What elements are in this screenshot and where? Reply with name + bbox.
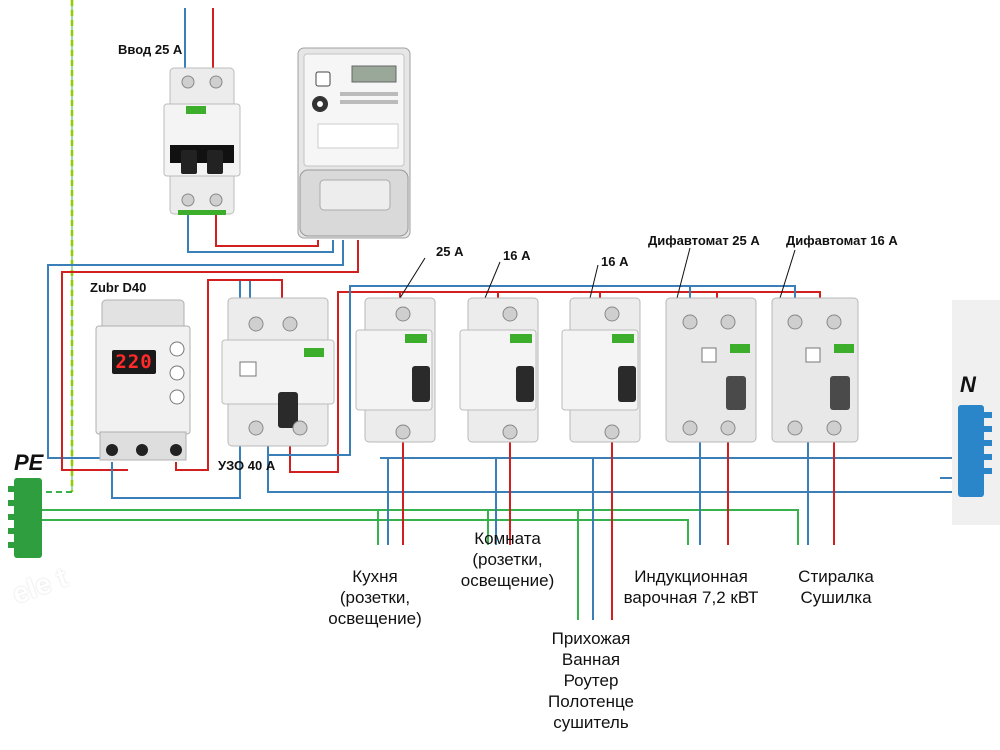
breaker-16a-room (459, 297, 539, 443)
schneider-logo-icon (186, 106, 206, 114)
wire-meter-n-out (47, 240, 344, 459)
label-input-breaker: Ввод 25 А (118, 42, 183, 57)
wires-layer (20, 0, 955, 620)
consumer-line: Роутер (563, 671, 619, 690)
wire-uzo-l-out (289, 291, 821, 473)
consumer-line: сушитель (553, 713, 629, 732)
label-breaker-1: 25 А (436, 244, 464, 259)
difavtomat-16a (771, 297, 859, 443)
label-n: N (960, 372, 976, 397)
breaker-lever-icon (516, 366, 534, 402)
electricity-meter (297, 47, 411, 239)
schneider-logo-icon (834, 344, 854, 353)
consumer-line: освещение) (328, 609, 422, 628)
consumer-kitchen: Кухня (розетки, освещение) (320, 566, 430, 629)
leader-brk1 (399, 257, 426, 299)
leader-brk2 (484, 261, 501, 299)
uzo-rcd (221, 297, 335, 447)
breaker-16a-hall (561, 297, 641, 443)
consumer-line: Полотенце (548, 692, 634, 711)
relay-display-value: 220 (115, 351, 153, 373)
relay-display: 220 (112, 350, 156, 374)
leader-dif1 (676, 247, 691, 299)
breaker-25a (355, 297, 436, 443)
difavtomat-25a (665, 297, 757, 443)
wire-relay-l-uzo (175, 279, 283, 471)
wire-n-busbar-main (267, 455, 955, 493)
consumer-line: Стиралка (798, 567, 874, 586)
label-zubr: Zubr D40 (90, 280, 147, 295)
label-uzo: УЗО 40 А (218, 458, 276, 473)
consumer-line: Индукционная (634, 567, 748, 586)
consumer-line: освещение) (460, 571, 555, 590)
consumer-line: Кухня (352, 567, 398, 586)
wire-meter-l-out (61, 240, 359, 471)
label-breaker-2: 16 А (503, 248, 531, 263)
zubr-voltage-relay (95, 299, 191, 461)
consumer-room: Комната (розетки, освещение) (450, 528, 565, 591)
consumer-line: Ванная (561, 650, 621, 669)
schneider-logo-icon (612, 334, 634, 343)
breaker-lever-icon (726, 376, 746, 410)
consumer-line: (розетки, (339, 588, 411, 607)
wire-pe-2 (40, 519, 689, 545)
wire-in-n-meter (187, 212, 334, 253)
schneider-logo-icon (730, 344, 750, 353)
consumer-line: Сушилка (800, 588, 872, 607)
consumer-line: Комната (474, 529, 541, 548)
label-pe: PE (14, 450, 44, 475)
label-difavtomat-1: Дифавтомат 25 А (648, 233, 760, 248)
label-difavtomat-2: Дифавтомат 16 А (786, 233, 898, 248)
consumer-line: Прихожая (551, 629, 631, 648)
wire-pe-main (40, 509, 799, 545)
leader-dif2 (779, 249, 796, 299)
wire-uzo-n-out (267, 285, 796, 456)
pe-busbar-icon (8, 478, 42, 558)
leader-brk3 (589, 264, 599, 299)
schneider-logo-icon (405, 334, 427, 343)
consumer-line: варочная 7,2 кВТ (623, 588, 759, 607)
consumer-induction: Индукционная варочная 7,2 кВТ (616, 566, 766, 608)
n-busbar-icon (952, 300, 1000, 525)
consumer-hall: Прихожая Ванная Роутер Полотенце сушител… (536, 628, 646, 733)
breaker-lever-icon (412, 366, 430, 402)
breaker-lever-icon (618, 366, 636, 402)
input-breaker (163, 67, 241, 215)
breaker-lever-icon (830, 376, 850, 410)
wire-in-l-meter (215, 212, 319, 247)
consumer-washer: Стиралка Сушилка (786, 566, 886, 608)
schneider-logo-icon (304, 348, 324, 357)
label-breaker-3: 16 А (601, 254, 629, 269)
schneider-logo-icon (510, 334, 532, 343)
consumer-line: (розетки, (472, 550, 543, 569)
